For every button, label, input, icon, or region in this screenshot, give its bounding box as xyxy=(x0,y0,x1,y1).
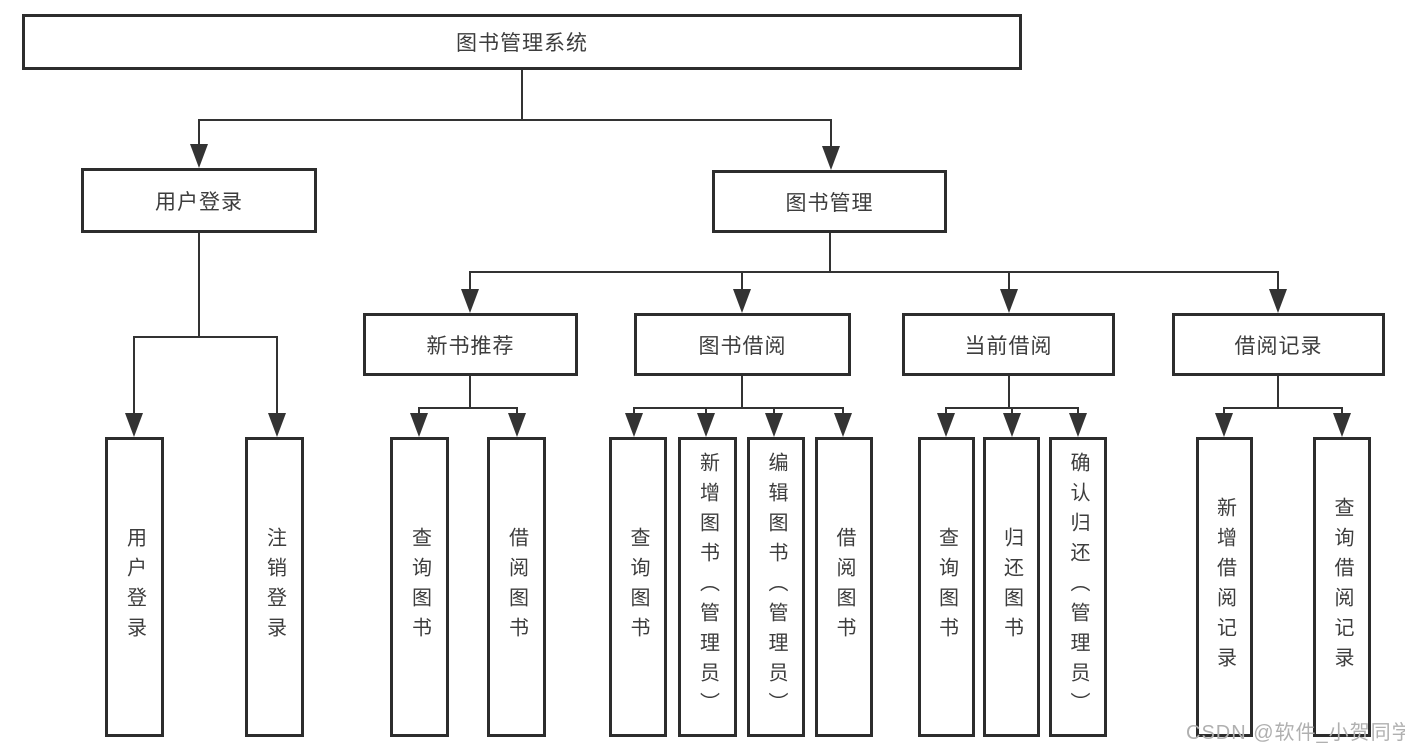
connector-leaf xyxy=(516,407,518,415)
node-book-management: 图书管理 xyxy=(712,170,947,233)
leaf-borrow-edit-books-admin: 编辑图书（管理员） xyxy=(747,437,805,737)
connector-new-books-stem xyxy=(469,375,471,408)
connector-book-mgmt-span xyxy=(469,271,1279,273)
arrowhead-down-icon xyxy=(765,413,783,437)
leaf-logout: 注销登录 xyxy=(245,437,304,737)
connector-to-new-books xyxy=(469,271,471,291)
node-label: 图书借阅 xyxy=(698,334,787,358)
leaf-label: 查询图书 xyxy=(935,527,958,647)
connector-to-borrow-records xyxy=(1277,271,1279,291)
connector-user-login-stem xyxy=(198,232,200,337)
connector-leaf xyxy=(773,407,775,415)
leaf-current-confirm-return-admin: 确认归还（管理员） xyxy=(1049,437,1107,737)
connector-leaf xyxy=(1011,407,1013,415)
leaf-label: 查询图书 xyxy=(408,527,431,647)
connector-records-span xyxy=(1223,407,1343,409)
node-label: 图书管理系统 xyxy=(456,32,588,55)
connector-records-stem xyxy=(1277,375,1279,408)
connector-current-borrow-stem xyxy=(1008,375,1010,408)
node-new-book-recommend: 新书推荐 xyxy=(363,313,578,376)
leaf-newbooks-query-books: 查询图书 xyxy=(390,437,449,737)
node-borrowing-records: 借阅记录 xyxy=(1172,313,1385,376)
node-label: 当前借阅 xyxy=(964,334,1053,358)
connector-leaf xyxy=(705,407,707,415)
connector-new-books-span xyxy=(418,407,518,409)
arrowhead-down-icon xyxy=(461,289,479,313)
connector-leaf xyxy=(1341,407,1343,415)
arrowhead-down-icon xyxy=(1069,413,1087,437)
leaf-records-query-record: 查询借阅记录 xyxy=(1313,437,1371,737)
leaf-label: 借阅图书 xyxy=(833,527,855,647)
connector-leaf xyxy=(945,407,947,415)
node-book-borrowing: 图书借阅 xyxy=(634,313,851,376)
arrowhead-down-icon xyxy=(190,144,208,168)
node-label: 图书管理 xyxy=(785,191,874,215)
connector-root-stem xyxy=(521,70,523,120)
node-label: 用户登录 xyxy=(155,190,243,214)
connector-user-login-span xyxy=(133,336,278,338)
connector-to-leaf-user-login xyxy=(133,336,135,415)
arrowhead-down-icon xyxy=(1333,413,1351,437)
arrowhead-down-icon xyxy=(508,413,526,437)
node-label: 新书推荐 xyxy=(426,334,515,358)
arrowhead-down-icon xyxy=(697,413,715,437)
arrowhead-down-icon xyxy=(937,413,955,437)
arrowhead-down-icon xyxy=(268,413,286,437)
leaf-label: 新增借阅记录 xyxy=(1213,497,1236,677)
connector-to-leaf-logout xyxy=(276,336,278,415)
leaf-label: 用户登录 xyxy=(123,527,146,647)
connector-root-to-book-mgmt xyxy=(830,119,832,148)
arrowhead-down-icon xyxy=(410,413,428,437)
leaf-label: 新增图书（管理员） xyxy=(696,452,719,722)
node-library-management-system: 图书管理系统 xyxy=(22,14,1022,70)
leaf-label: 查询借阅记录 xyxy=(1331,497,1353,677)
arrowhead-down-icon xyxy=(1269,289,1287,313)
node-current-borrowing: 当前借阅 xyxy=(902,313,1115,376)
leaf-label: 注销登录 xyxy=(263,527,286,647)
arrowhead-down-icon xyxy=(733,289,751,313)
leaf-user-login: 用户登录 xyxy=(105,437,164,737)
connector-book-mgmt-stem xyxy=(829,232,831,272)
connector-leaf xyxy=(418,407,420,415)
leaf-label: 确认归还（管理员） xyxy=(1067,452,1089,722)
leaf-current-query-books: 查询图书 xyxy=(918,437,975,737)
connector-leaf xyxy=(633,407,635,415)
leaf-label: 借阅图书 xyxy=(505,527,528,647)
arrowhead-down-icon xyxy=(1003,413,1021,437)
arrowhead-down-icon xyxy=(822,146,840,170)
connector-root-to-user-login xyxy=(198,119,200,146)
connector-to-book-borrow xyxy=(741,271,743,291)
leaf-label: 编辑图书（管理员） xyxy=(765,452,787,722)
arrowhead-down-icon xyxy=(1215,413,1233,437)
arrowhead-down-icon xyxy=(1000,289,1018,313)
node-user-login: 用户登录 xyxy=(81,168,317,233)
connector-leaf xyxy=(1077,407,1079,415)
leaf-label: 归还图书 xyxy=(1000,527,1023,647)
leaf-newbooks-borrow-books: 借阅图书 xyxy=(487,437,546,737)
arrowhead-down-icon xyxy=(125,413,143,437)
leaf-borrow-add-books-admin: 新增图书（管理员） xyxy=(678,437,737,737)
connector-root-span xyxy=(198,119,832,121)
leaf-current-return-books: 归还图书 xyxy=(983,437,1040,737)
leaf-borrow-query-books: 查询图书 xyxy=(609,437,667,737)
leaf-borrow-borrow-books: 借阅图书 xyxy=(815,437,873,737)
arrowhead-down-icon xyxy=(625,413,643,437)
connector-book-borrow-span xyxy=(633,407,844,409)
connector-book-borrow-stem xyxy=(741,375,743,408)
connector-leaf xyxy=(842,407,844,415)
arrowhead-down-icon xyxy=(834,413,852,437)
leaf-records-add-record: 新增借阅记录 xyxy=(1196,437,1253,737)
csdn-watermark: CSDN @软件_小贺同学 xyxy=(1186,722,1405,744)
connector-to-current-borrow xyxy=(1008,271,1010,291)
node-label: 借阅记录 xyxy=(1234,334,1323,358)
leaf-label: 查询图书 xyxy=(627,527,649,647)
connector-leaf xyxy=(1223,407,1225,415)
